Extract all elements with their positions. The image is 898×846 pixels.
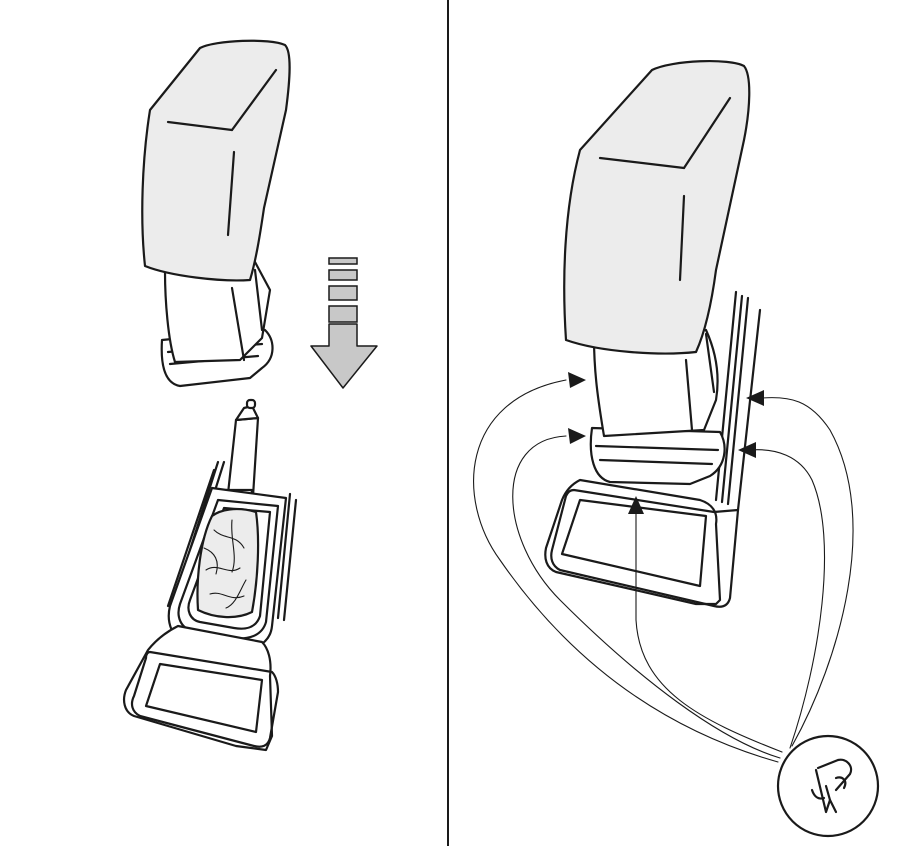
covered-head-top [141, 39, 291, 388]
covered-head-in-holder [544, 59, 762, 608]
press-arrow-icon [568, 372, 764, 514]
striped-down-arrow-icon [310, 257, 378, 389]
hand-writing-icon [776, 734, 880, 838]
press-guide-lines [473, 379, 854, 763]
holder-with-pen [123, 398, 298, 752]
left-panel [123, 39, 378, 752]
right-panel [473, 59, 880, 838]
